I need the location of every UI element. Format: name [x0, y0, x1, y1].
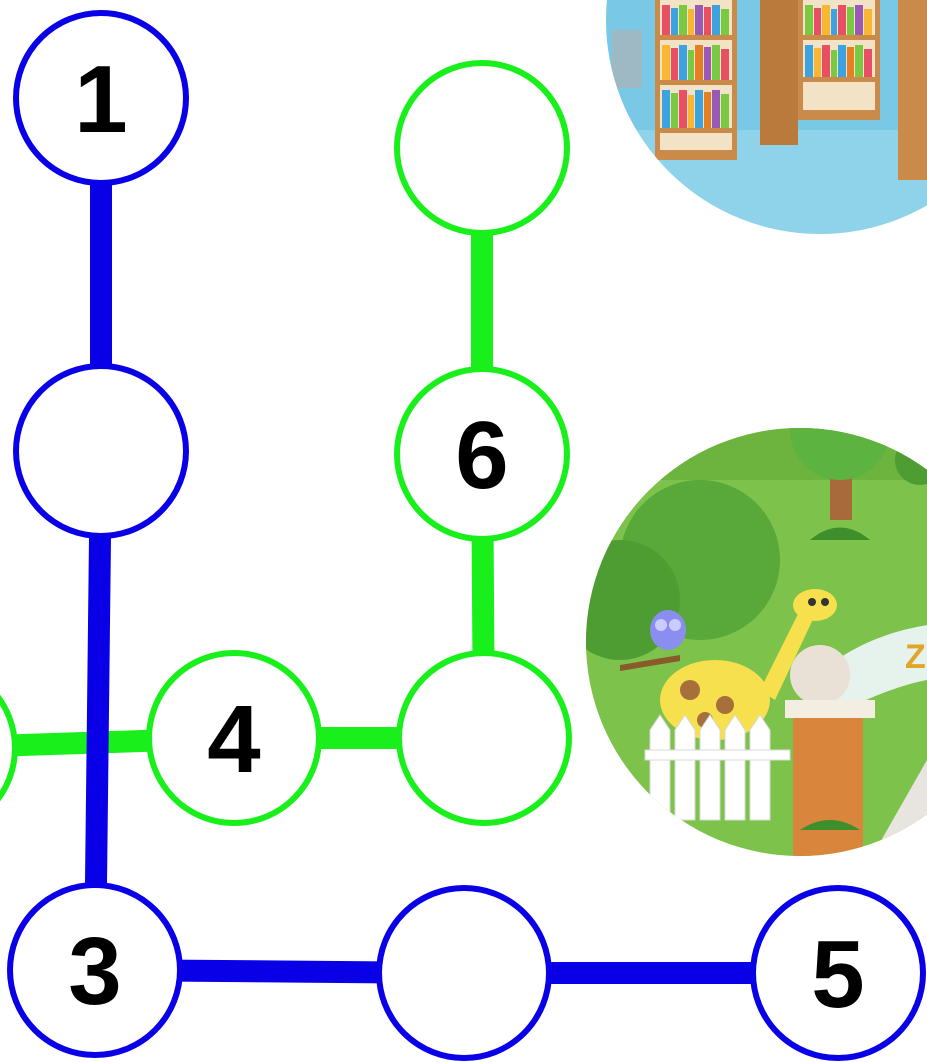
blue-node-b5[interactable]: 5 — [753, 888, 923, 1058]
green-node-circle[interactable] — [399, 653, 569, 823]
zoo-scene-icon[interactable]: Z — [560, 380, 927, 870]
library-scene-icon[interactable] — [600, 0, 927, 240]
green-node-circle[interactable] — [397, 63, 567, 233]
blue-node-circle[interactable] — [379, 888, 549, 1058]
green-node-g2[interactable] — [399, 653, 569, 823]
green-node-label: 6 — [455, 402, 508, 509]
green-node-g1[interactable]: 4 — [149, 653, 319, 823]
blue-node-b2[interactable] — [16, 366, 186, 536]
blue-node-b1[interactable]: 1 — [16, 13, 186, 183]
green-node-g4[interactable] — [397, 63, 567, 233]
blue-node-circle[interactable] — [16, 366, 186, 536]
green-node-label: 4 — [207, 686, 260, 793]
blue-node-label: 5 — [811, 921, 864, 1028]
green-node-circle[interactable] — [0, 663, 15, 833]
blue-node-b3[interactable]: 3 — [10, 885, 180, 1055]
green-node-g3[interactable]: 6 — [397, 369, 567, 539]
blue-node-b4[interactable] — [379, 888, 549, 1058]
green-node-g0[interactable] — [0, 663, 15, 833]
blue-node-label: 3 — [68, 918, 121, 1025]
blue-node-label: 1 — [74, 46, 127, 153]
svg-text:Z: Z — [905, 638, 926, 676]
